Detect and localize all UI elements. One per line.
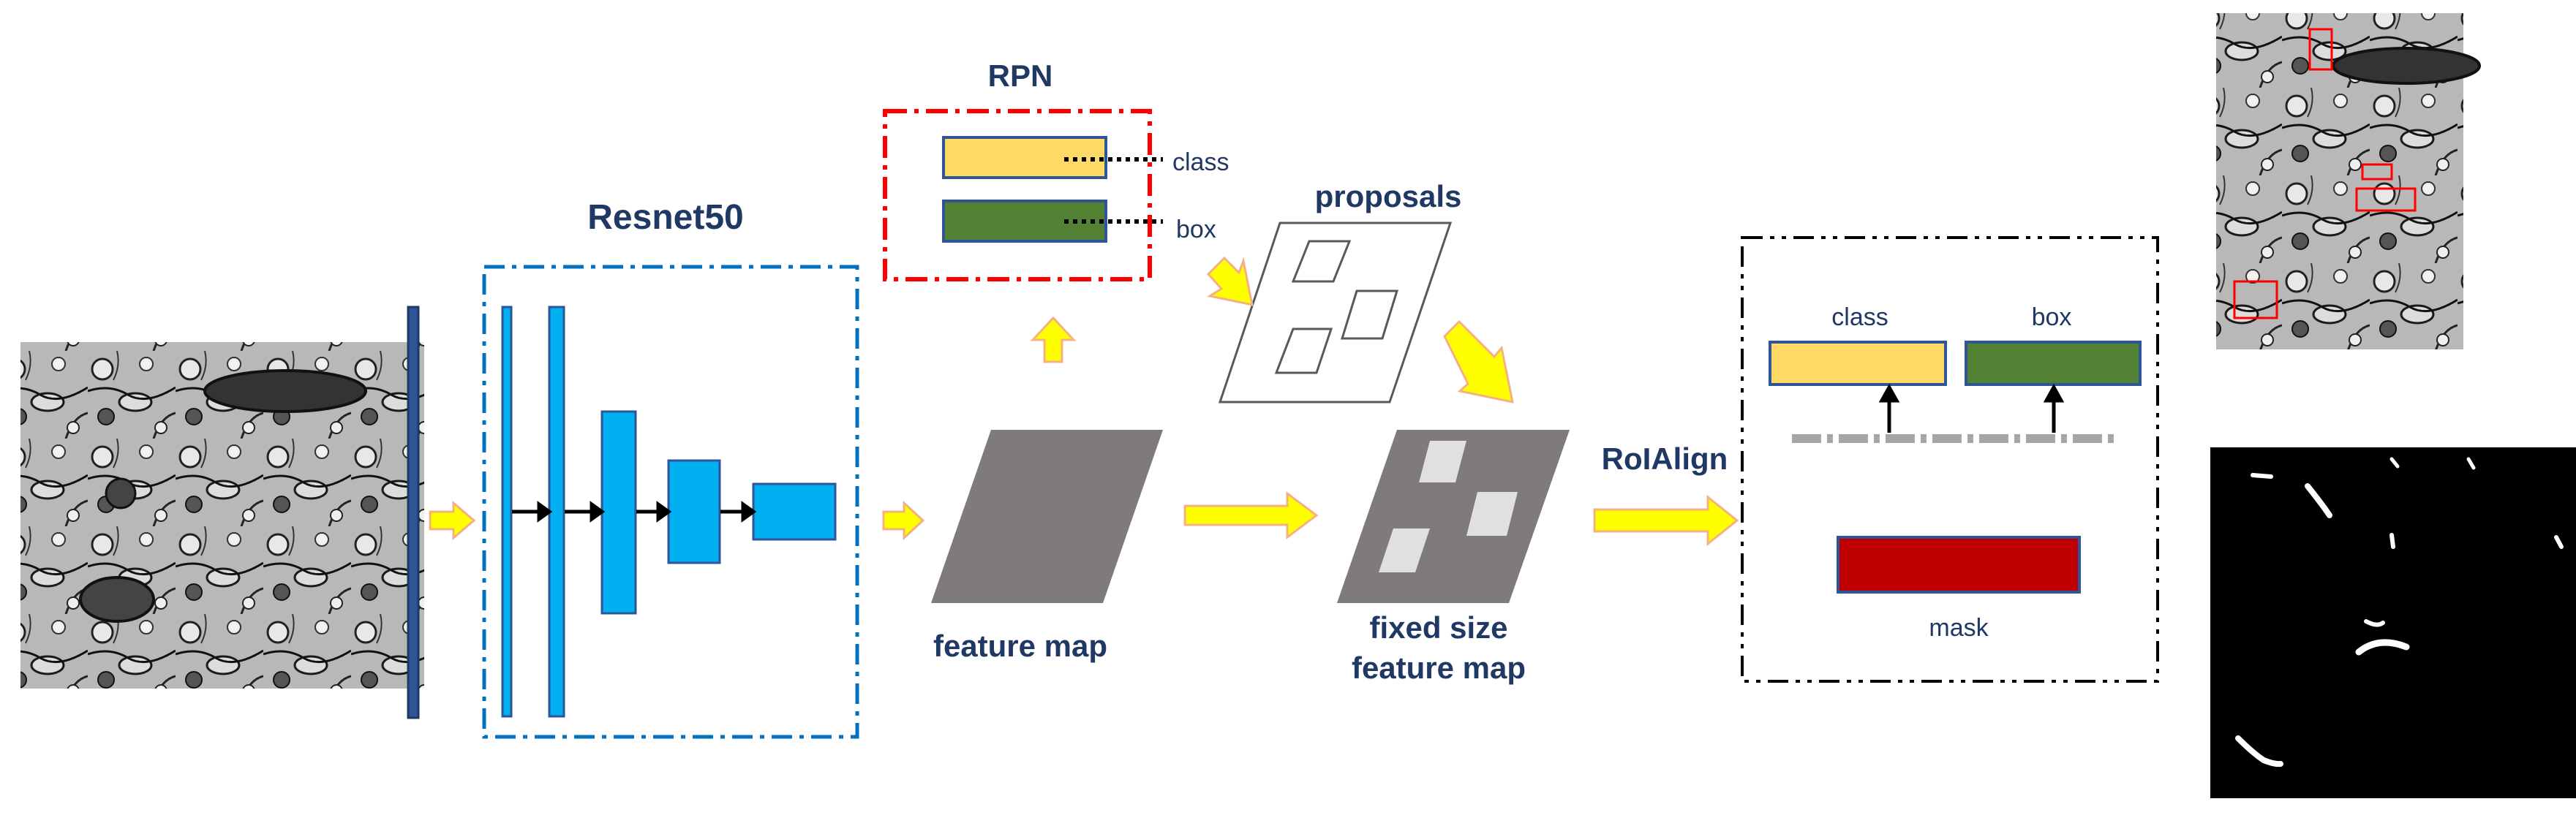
input-organelle (79, 576, 155, 623)
fixed-size-feature-map: fixed size feature map (1337, 430, 1570, 685)
arrow-proposals-to-fixed (1443, 319, 1514, 403)
output-detections-image (2216, 13, 2481, 349)
head-class-label: class (1831, 303, 1888, 331)
input-layer-bar (407, 306, 420, 719)
mask-blobs (2235, 457, 2564, 768)
detection-box (2233, 280, 2278, 319)
fixed-size-label-line1: fixed size (1369, 610, 1507, 645)
arrow-input-to-resnet (429, 500, 476, 541)
fixed-size-label-line2: feature map (1352, 651, 1526, 685)
proposals-block: proposals (1218, 179, 1462, 403)
output-mask-image (2210, 447, 2576, 798)
head-frame (1741, 236, 2159, 683)
proposals-plane (1218, 221, 1453, 403)
resnet-stage-4 (667, 459, 721, 564)
head-up-arrows (1878, 383, 2065, 433)
detection-box (2308, 28, 2333, 71)
resnet-stage-3 (600, 410, 637, 615)
arrow-featuremap-to-rpn (1030, 316, 1077, 363)
rpn-box-bar (942, 200, 1107, 243)
feature-map (931, 430, 1163, 603)
arrow-roialign (1593, 494, 1739, 547)
resnet50-frame (482, 265, 859, 739)
resnet50-label: Resnet50 (587, 198, 743, 237)
rpn-box-label: box (1176, 216, 1216, 243)
detection-box (2361, 163, 2393, 181)
detection-box (2355, 187, 2417, 212)
input-organelle (203, 369, 367, 413)
proposal-box (1274, 327, 1333, 374)
head-mask-label: mask (1929, 614, 1989, 642)
feature-map-label: feature map (933, 629, 1107, 663)
head-mask-bar (1837, 536, 2081, 594)
roi-cell (1419, 441, 1466, 482)
input-image (20, 342, 424, 689)
resnet-stage-1 (501, 306, 513, 718)
input-organelle (105, 477, 137, 509)
arrow-rpn-to-proposals (1206, 256, 1254, 306)
resnet-internal-arrows (512, 501, 757, 523)
rpn-class-label: class (1172, 148, 1229, 176)
head-box-label: box (2032, 303, 2072, 331)
arrow-featuremap-to-fixed (1183, 491, 1319, 539)
proposal-box (1340, 289, 1399, 340)
head-block: class box mask (1741, 236, 2159, 683)
rpn-label: RPN (988, 58, 1053, 93)
resnet50-block: Resnet50 (482, 198, 859, 739)
rpn-class-bar (942, 136, 1107, 179)
head-box-bar (1965, 341, 2142, 386)
proposal-box (1291, 240, 1352, 283)
output-organelle (2332, 47, 2481, 85)
arrow-resnet-to-featuremap (882, 500, 925, 541)
proposals-label: proposals (1315, 179, 1462, 213)
roi-cell (1466, 492, 1518, 536)
rpn-frame (883, 109, 1152, 281)
roi-cell (1379, 528, 1430, 572)
head-class-bar (1769, 341, 1947, 386)
rpn-block: RPN class box (883, 58, 1229, 281)
resnet-stage-5 (752, 482, 837, 541)
roialign-label: RoIAlign (1602, 442, 1728, 476)
